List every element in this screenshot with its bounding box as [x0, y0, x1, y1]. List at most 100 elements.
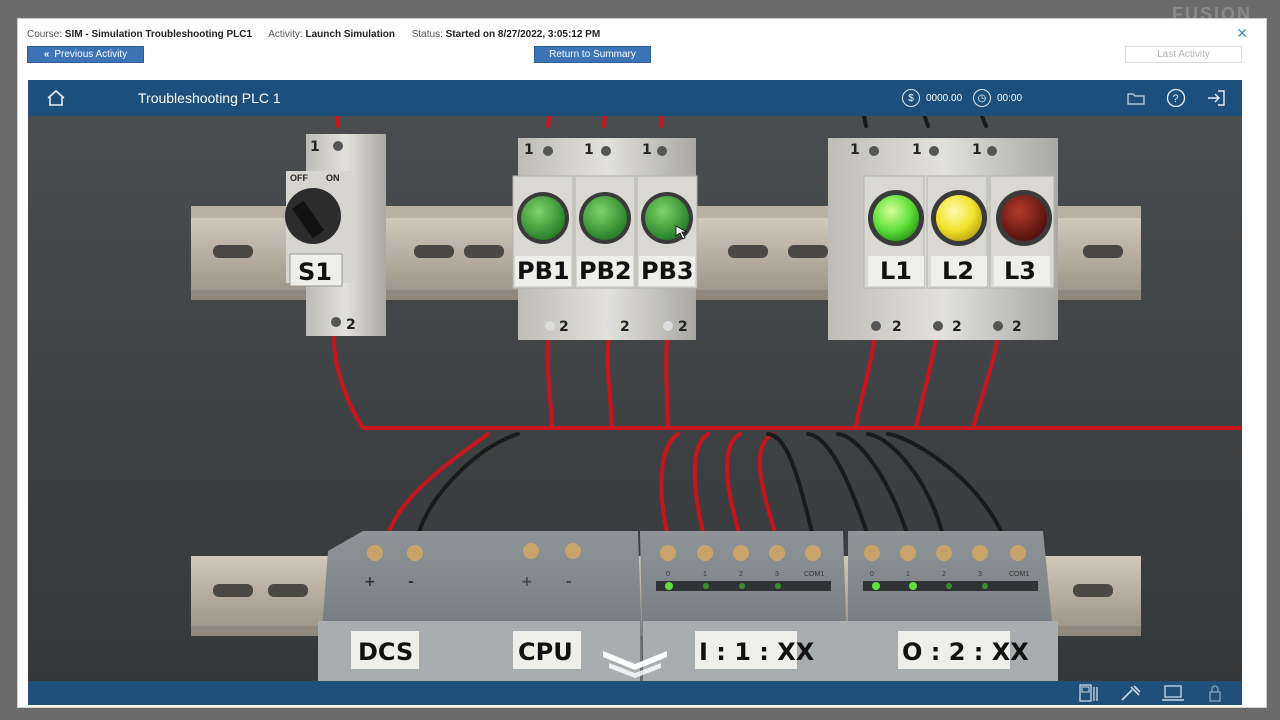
svg-text:?: ? — [1173, 93, 1179, 105]
dollar-icon: $ — [902, 89, 920, 107]
terminal-screw — [543, 146, 553, 156]
terminal-label: 1 — [642, 142, 652, 158]
exit-icon[interactable] — [1206, 88, 1226, 108]
cpu-label: CPU — [518, 638, 573, 666]
simulation-header: Troubleshooting PLC 1 $ 0000.00 ◷ 00:00 … — [28, 80, 1242, 116]
terminal-label: 2 — [952, 319, 962, 335]
pushbutton-pb1[interactable]: PB1 1 2 — [512, 142, 574, 335]
terminal-label: 1 — [310, 139, 320, 155]
output-com-label: COM1 — [1009, 571, 1029, 578]
laptop-icon[interactable] — [1160, 683, 1186, 703]
input-led-1 — [703, 583, 709, 589]
pilot-light-l1[interactable]: L1 1 2 — [850, 142, 925, 335]
home-icon[interactable] — [46, 89, 66, 107]
lock-icon[interactable] — [1202, 683, 1228, 703]
cpu-module[interactable]: + - CPU — [468, 531, 643, 681]
terminal-label: 1 — [584, 142, 594, 158]
folder-icon[interactable] — [1126, 88, 1146, 108]
output-led-2 — [946, 583, 952, 589]
terminal-screw — [871, 321, 881, 331]
pilot-light-l2[interactable]: L2 1 2 — [912, 142, 988, 335]
terminal-label: 2 — [678, 319, 688, 335]
dcs-label: DCS — [358, 638, 413, 666]
input-led-3 — [775, 583, 781, 589]
input-com-label: COM1 — [804, 571, 824, 578]
terminal-screw — [993, 321, 1003, 331]
pb2-label: PB2 — [579, 257, 632, 285]
meter-icon[interactable] — [1076, 683, 1102, 703]
l3-label: L3 — [1004, 257, 1036, 285]
output-led-3 — [982, 583, 988, 589]
terminal-screw — [331, 317, 341, 327]
simulation-viewport[interactable]: 1 OFF ON S1 2 — [28, 80, 1242, 705]
output-module-label: O : 2 : XX — [902, 638, 1029, 666]
chevron-left-icon: « — [43, 49, 50, 60]
input-module-label: I : 1 : XX — [699, 638, 815, 666]
course-label: Course: — [27, 29, 63, 40]
terminal-label: 2 — [559, 319, 569, 335]
cpu-plus-label: + — [521, 574, 533, 590]
mouse-cursor — [675, 225, 688, 240]
screwdriver-icon[interactable] — [1118, 683, 1144, 703]
terminal-screw — [869, 146, 879, 156]
pb3-label: PB3 — [641, 257, 694, 285]
terminal-label: 2 — [620, 319, 630, 335]
simulation-footer — [28, 681, 1242, 705]
terminal-screw — [333, 141, 343, 151]
terminal-label: 1 — [912, 142, 922, 158]
activity-modal: ✕ Course: SIM - Simulation Troubleshooti… — [17, 18, 1267, 708]
activity-value: Launch Simulation — [305, 29, 395, 40]
output-module[interactable]: 0 1 2 3 COM1 O : 2 : XX — [848, 531, 1058, 681]
input-module[interactable]: 0 1 2 3 COM1 I : 1 : XX — [640, 531, 848, 681]
terminal-screw — [663, 321, 673, 331]
switch-s1-label: S1 — [298, 258, 332, 286]
chevron-down-icon[interactable] — [603, 651, 667, 678]
clock-icon: ◷ — [973, 89, 991, 107]
switch-off-label: OFF — [290, 173, 308, 183]
dcs-minus-label: - — [408, 574, 414, 590]
input-led-0 — [665, 582, 673, 590]
output-ch2-label: 2 — [942, 571, 946, 578]
terminal-screw — [657, 146, 667, 156]
terminal-screw — [601, 146, 611, 156]
output-ch0-label: 0 — [870, 571, 874, 578]
last-activity-button[interactable]: Last Activity — [1125, 46, 1242, 63]
course-value: SIM - Simulation Troubleshooting PLC1 — [64, 29, 253, 40]
dcs-plus-label: + — [364, 574, 376, 590]
plc-scene[interactable]: 1 OFF ON S1 2 — [28, 94, 1242, 681]
output-led-0 — [872, 582, 880, 590]
terminal-screw — [933, 321, 943, 331]
terminal-label: 2 — [892, 319, 902, 335]
previous-activity-button[interactable]: « Previous Activity — [27, 46, 144, 63]
close-icon[interactable]: ✕ — [1236, 25, 1248, 41]
plc-rack: + - DCS + - CP — [318, 531, 1058, 681]
info-bar: Course: SIM - Simulation Troubleshooting… — [27, 29, 614, 40]
output-ch1-label: 1 — [906, 571, 910, 578]
pilot-light-group: L1 1 2 L2 1 — [828, 138, 1058, 340]
time-counter: ◷ 00:00 — [973, 89, 1022, 107]
terminal-label: 2 — [346, 317, 356, 333]
terminal-screw — [929, 146, 939, 156]
input-led-2 — [739, 583, 745, 589]
selector-switch-s1[interactable]: 1 OFF ON S1 2 — [285, 134, 386, 336]
pilot-light-l3[interactable]: L3 1 2 — [972, 142, 1055, 335]
terminal-screw — [545, 321, 555, 331]
output-led-1 — [909, 582, 917, 590]
header-toolbar: ? — [1126, 88, 1226, 108]
simulation-title: Troubleshooting PLC 1 — [138, 90, 281, 106]
pushbutton-group: PB1 1 2 PB2 1 — [512, 138, 698, 340]
terminal-screw — [605, 321, 615, 331]
plc-scene-graphic[interactable]: 1 OFF ON S1 2 — [28, 94, 1242, 681]
return-to-summary-button[interactable]: Return to Summary — [534, 46, 651, 63]
previous-activity-label: Previous Activity — [54, 49, 128, 60]
input-ch3-label: 3 — [775, 571, 779, 578]
input-ch2-label: 2 — [739, 571, 743, 578]
cpu-minus-label: - — [566, 574, 572, 590]
tool-toolbar — [1076, 683, 1228, 703]
help-icon[interactable]: ? — [1166, 88, 1186, 108]
terminal-label: 1 — [972, 142, 982, 158]
dcs-module[interactable]: + - DCS — [318, 531, 468, 681]
switch-on-label: ON — [326, 173, 340, 183]
pushbutton-pb2[interactable]: PB2 1 2 — [574, 142, 636, 335]
